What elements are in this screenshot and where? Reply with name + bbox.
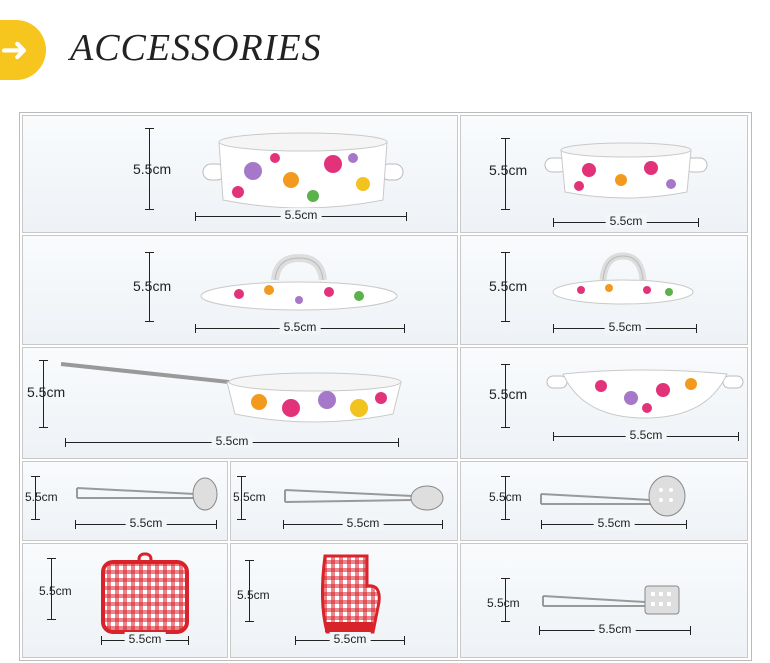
height-label: 5.5cm xyxy=(233,490,266,504)
width-label: 5.5cm xyxy=(625,428,667,442)
width-label: 5.5cm xyxy=(211,434,253,448)
header-badge: ➜ xyxy=(0,20,46,80)
width-label: 5.5cm xyxy=(593,516,635,530)
cell-frying-pan: 5.5cm 5.5cm xyxy=(22,347,458,459)
height-label: 5.5cm xyxy=(133,161,172,177)
page-title: ACCESSORIES xyxy=(70,27,322,69)
cell-wok: 5.5cm 5.5cm xyxy=(460,347,748,459)
width-label: 5.5cm xyxy=(605,214,647,228)
accessories-grid: 5.5cm 5.5cm 5.5cm 5.5cm xyxy=(19,112,752,661)
width-label: 5.5cm xyxy=(124,632,166,646)
width-label: 5.5cm xyxy=(604,320,646,334)
height-label: 5.5cm xyxy=(489,490,522,504)
width-label: 5.5cm xyxy=(279,320,321,334)
height-label: 5.5cm xyxy=(25,490,58,504)
wok-image xyxy=(546,369,744,419)
cell-lid-large: 5.5cm 5.5cm xyxy=(22,235,458,345)
height-label: 5.5cm xyxy=(489,278,528,294)
pot-large-image xyxy=(202,132,404,209)
cell-skimmer: 5.5cm 5.5cm xyxy=(460,461,748,541)
lid-large-image xyxy=(200,253,398,311)
cell-pot-holder: 5.5cm 5.5cm xyxy=(22,543,228,658)
arrow-right-icon: ➜ xyxy=(0,30,29,70)
oven-mitt-image xyxy=(320,554,381,634)
height-label: 5.5cm xyxy=(237,588,270,602)
skimmer-image xyxy=(540,475,686,517)
section-header: ➜ ACCESSORIES xyxy=(0,20,770,80)
height-label: 5.5cm xyxy=(487,596,520,610)
cell-pot-large: 5.5cm 5.5cm xyxy=(22,115,458,233)
height-label: 5.5cm xyxy=(133,278,172,294)
height-label: 5.5cm xyxy=(39,584,72,598)
cell-tongs: 5.5cm 5.5cm xyxy=(230,461,458,541)
cell-lid-small: 5.5cm 5.5cm xyxy=(460,235,748,345)
height-label: 5.5cm xyxy=(489,386,528,402)
width-label: 5.5cm xyxy=(329,632,371,646)
pot-holder-image xyxy=(101,552,189,634)
width-label: 5.5cm xyxy=(125,516,167,530)
height-label: 5.5cm xyxy=(27,384,66,400)
frying-pan-image xyxy=(60,362,402,423)
pot-small-image xyxy=(544,142,708,199)
cell-oven-mitt: 5.5cm 5.5cm xyxy=(230,543,458,658)
ladle-image xyxy=(76,477,218,511)
width-label: 5.5cm xyxy=(594,622,636,636)
spatula-image xyxy=(542,585,680,615)
cell-ladle: 5.5cm 5.5cm xyxy=(22,461,228,541)
width-label: 5.5cm xyxy=(342,516,384,530)
width-label: 5.5cm xyxy=(280,208,322,222)
cell-pot-small: 5.5cm 5.5cm xyxy=(460,115,748,233)
lid-small-image xyxy=(552,252,694,305)
cell-spatula: 5.5cm 5.5cm xyxy=(460,543,748,658)
height-label: 5.5cm xyxy=(489,162,528,178)
tongs-image xyxy=(284,485,444,511)
